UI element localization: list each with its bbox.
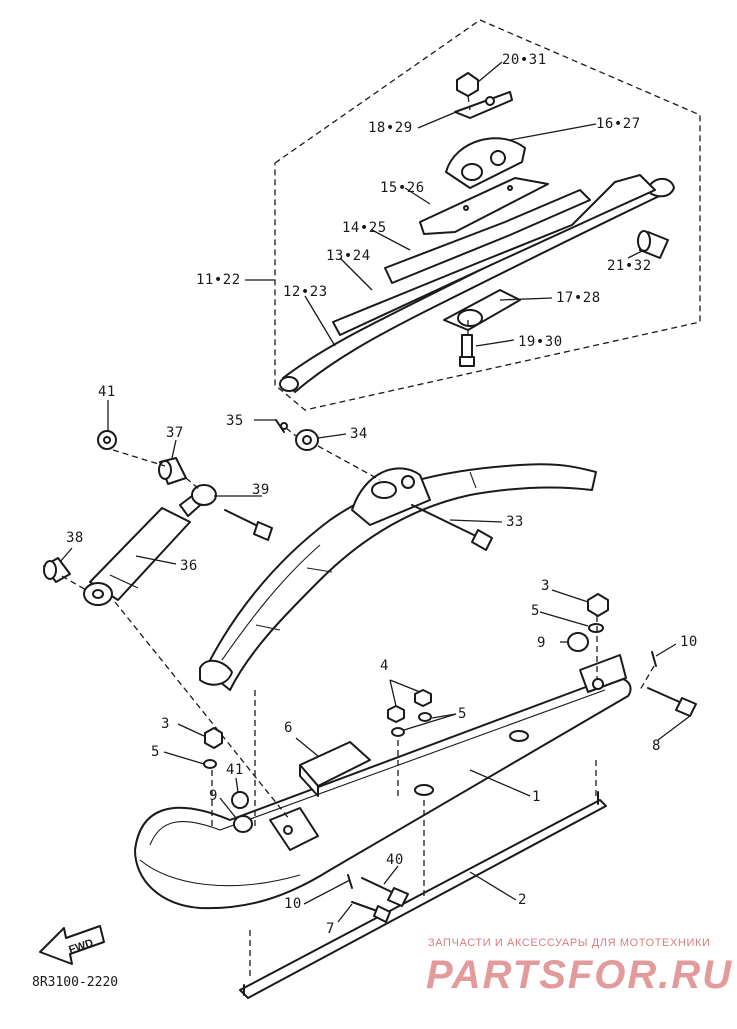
- washer-5-rear: [588, 623, 604, 633]
- bolt-39: [224, 509, 273, 541]
- washer-5-front: [203, 759, 217, 769]
- label-8: 8: [652, 738, 661, 754]
- label-9-front: 9: [209, 788, 218, 804]
- screw-10-front: [347, 874, 353, 889]
- collar-38: [43, 557, 71, 583]
- bolt-8: [647, 687, 697, 717]
- stopper-6: [299, 741, 371, 797]
- label-33: 33: [506, 514, 524, 530]
- bolt-40: [361, 877, 409, 907]
- leaf-15-26: [419, 177, 549, 235]
- shock-absorber-36: [83, 484, 217, 606]
- label-6: 6: [284, 720, 293, 736]
- diagram-code: 8R3100-2220: [32, 975, 118, 990]
- label-40: 40: [386, 852, 404, 868]
- washers-5-mid: [391, 712, 432, 737]
- collar-9-rear: [567, 632, 589, 652]
- label-5-front: 5: [151, 744, 160, 760]
- label-1: 1: [532, 789, 541, 805]
- nut-3-rear: [587, 593, 609, 617]
- alignment-lines: [61, 95, 655, 980]
- label-19-30: 19•30: [518, 334, 563, 350]
- leaf-13-24: [332, 174, 656, 336]
- ski-bracket-front: [269, 807, 319, 851]
- watermark-brand: PARTSFOR.RU: [426, 953, 733, 997]
- nut-20-31: [456, 72, 479, 97]
- label-36: 36: [180, 558, 198, 574]
- nut-3-front: [204, 727, 223, 749]
- label-15-26: 15•26: [380, 180, 425, 196]
- label-5-mid: 5: [458, 706, 467, 722]
- label-41-bottom: 41: [226, 762, 244, 778]
- nut-41-bottom: [231, 791, 249, 809]
- label-18-29: 18•29: [368, 120, 413, 136]
- leaf-14-25: [384, 189, 591, 284]
- label-34: 34: [350, 426, 368, 442]
- label-4: 4: [380, 658, 389, 674]
- label-38: 38: [66, 530, 84, 546]
- watermark-tagline: ЗАПЧАСТИ И АКСЕССУАРЫ ДЛЯ МОТОТЕХНИКИ: [428, 937, 710, 949]
- label-2: 2: [518, 892, 527, 908]
- ski-1: [134, 676, 632, 910]
- label-11-22: 11•22: [196, 272, 241, 288]
- bracket-18-29: [454, 91, 513, 119]
- label-35: 35: [226, 413, 244, 429]
- label-9-rear: 9: [537, 635, 546, 651]
- clamp-16-27: [445, 137, 526, 189]
- collar-9-front: [233, 815, 253, 833]
- label-39: 39: [252, 482, 270, 498]
- bolt-7: [351, 901, 391, 923]
- label-3-rear: 3: [541, 578, 550, 594]
- runner-2: [239, 791, 607, 999]
- label-5-rear: 5: [531, 603, 540, 619]
- leaf-12-23: [279, 177, 675, 393]
- leaf-spring-assembled: [199, 463, 597, 691]
- leaf-spring-detail-box: [274, 19, 701, 411]
- label-7: 7: [326, 921, 335, 937]
- label-16-27: 16•27: [596, 116, 641, 132]
- bushing-21-32: [637, 230, 669, 259]
- label-37: 37: [166, 425, 184, 441]
- label-3-front: 3: [161, 716, 170, 732]
- screw-35: [275, 419, 288, 433]
- label-10-front: 10: [284, 896, 302, 912]
- label-12-23: 12•23: [283, 284, 328, 300]
- label-10-rear: 10: [680, 634, 698, 650]
- label-13-24: 13•24: [326, 248, 371, 264]
- nuts-4: [387, 689, 432, 723]
- label-17-28: 17•28: [556, 290, 601, 306]
- bolt-19-30: [459, 334, 475, 367]
- nut-41-top: [97, 430, 117, 450]
- watermark: ЗАПЧАСТИ И АКСЕССУАРЫ ДЛЯ МОТОТЕХНИКИ PA…: [426, 937, 733, 997]
- leader-lines: [59, 61, 691, 923]
- nut-34: [295, 429, 319, 451]
- screw-10-rear: [651, 651, 657, 667]
- label-21-32: 21•32: [607, 258, 652, 274]
- label-41-top: 41: [98, 384, 116, 400]
- ski-bracket-rear: [579, 654, 627, 693]
- collar-37: [158, 457, 187, 485]
- part-labels: 20•31 18•29 16•27 15•26 14•25 13•24 11•2…: [66, 52, 698, 937]
- bolt-33: [411, 504, 493, 551]
- label-20-31: 20•31: [502, 52, 547, 68]
- label-14-25: 14•25: [342, 220, 387, 236]
- fwd-arrow: FWD: [39, 925, 105, 965]
